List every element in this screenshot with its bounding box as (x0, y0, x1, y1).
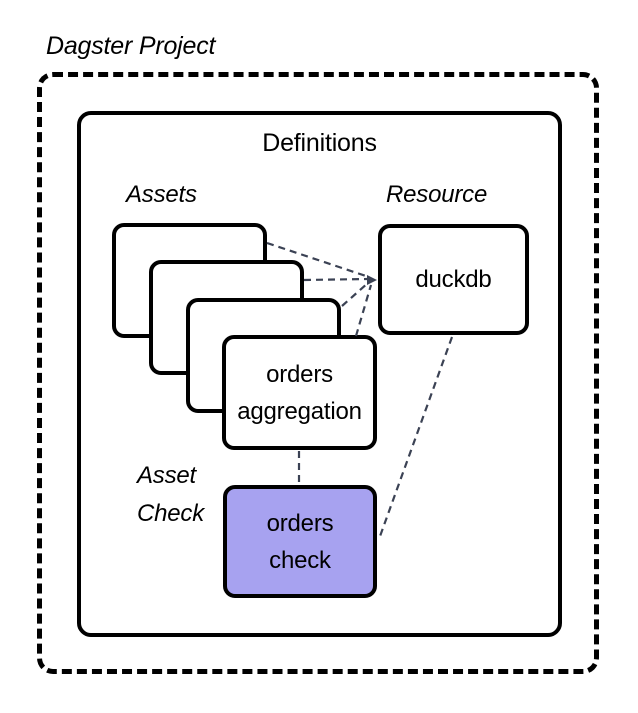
resource-section-label: Resource (386, 181, 488, 208)
asset-check-node-orders-check: orders check (223, 485, 377, 598)
orders-check-label: orders check (266, 509, 334, 574)
duckdb-label: duckdb (415, 266, 492, 293)
project-boundary-box (37, 72, 599, 674)
orders-aggregation-label: orders aggregation (237, 360, 362, 425)
project-title: Dagster Project (46, 32, 216, 60)
asset-check-section-label: Asset Check (137, 462, 205, 527)
resource-node-duckdb: duckdb (378, 224, 529, 335)
definitions-title: Definitions (262, 129, 377, 157)
asset-node-orders-aggregation: orders aggregation (222, 335, 377, 450)
assets-section-label: Assets (126, 181, 197, 208)
